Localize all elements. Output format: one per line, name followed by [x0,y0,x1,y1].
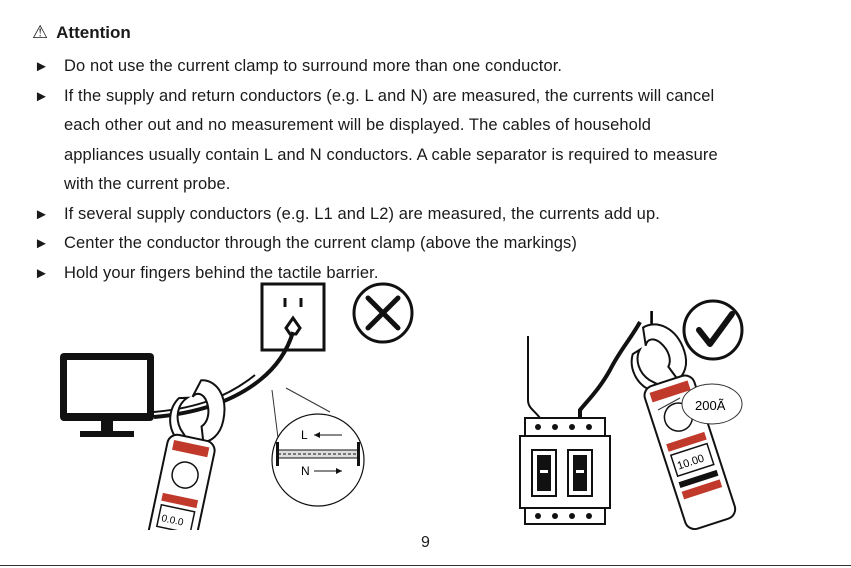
correct-measurement-figure: L [510,280,840,531]
page-number: 9 [421,534,430,551]
circuit-breaker-icon [519,417,611,525]
warning-triangle-icon: ⚠ [32,22,49,42]
wall-socket-icon [260,282,326,352]
attention-title: Attention [56,22,131,42]
cable-label-n: N [301,464,310,478]
bottom-rule [0,565,851,566]
cross-circle-icon [352,282,414,344]
list-item: ► Hold your fingers behind the tactile b… [34,259,834,289]
attention-heading: ⚠ Attention [32,22,131,43]
range-callout: 200Ã [681,383,743,425]
attention-list: ► Do not use the current clamp to surrou… [34,52,834,288]
list-item: ► If several supply conductors (e.g. L1 … [34,200,834,230]
cable-separator-callout: L N [271,413,365,507]
triangle-right-bullet-icon: ► [34,205,49,223]
triangle-right-bullet-icon: ► [34,235,49,252]
clamp-meter-icon: 10.00 [630,323,737,531]
list-item: ► Do not use the current clamp to surrou… [34,52,834,82]
meter-display: 0.0.0 [160,513,184,528]
range-callout-label: 200Ã [695,398,726,413]
incorrect-measurement-figure: L N 0.0.0 [50,280,430,568]
list-item: ► Center the conductor through the curre… [34,229,834,259]
check-circle-icon [682,299,744,361]
triangle-right-bullet-icon: ► [34,264,49,282]
list-item: ► If the supply and return conductors (e… [34,82,834,200]
triangle-right-bullet-icon: ► [34,87,49,105]
triangle-right-bullet-icon: ► [34,58,49,75]
monitor-icon [60,353,154,437]
cable-label-l: L [301,428,308,442]
